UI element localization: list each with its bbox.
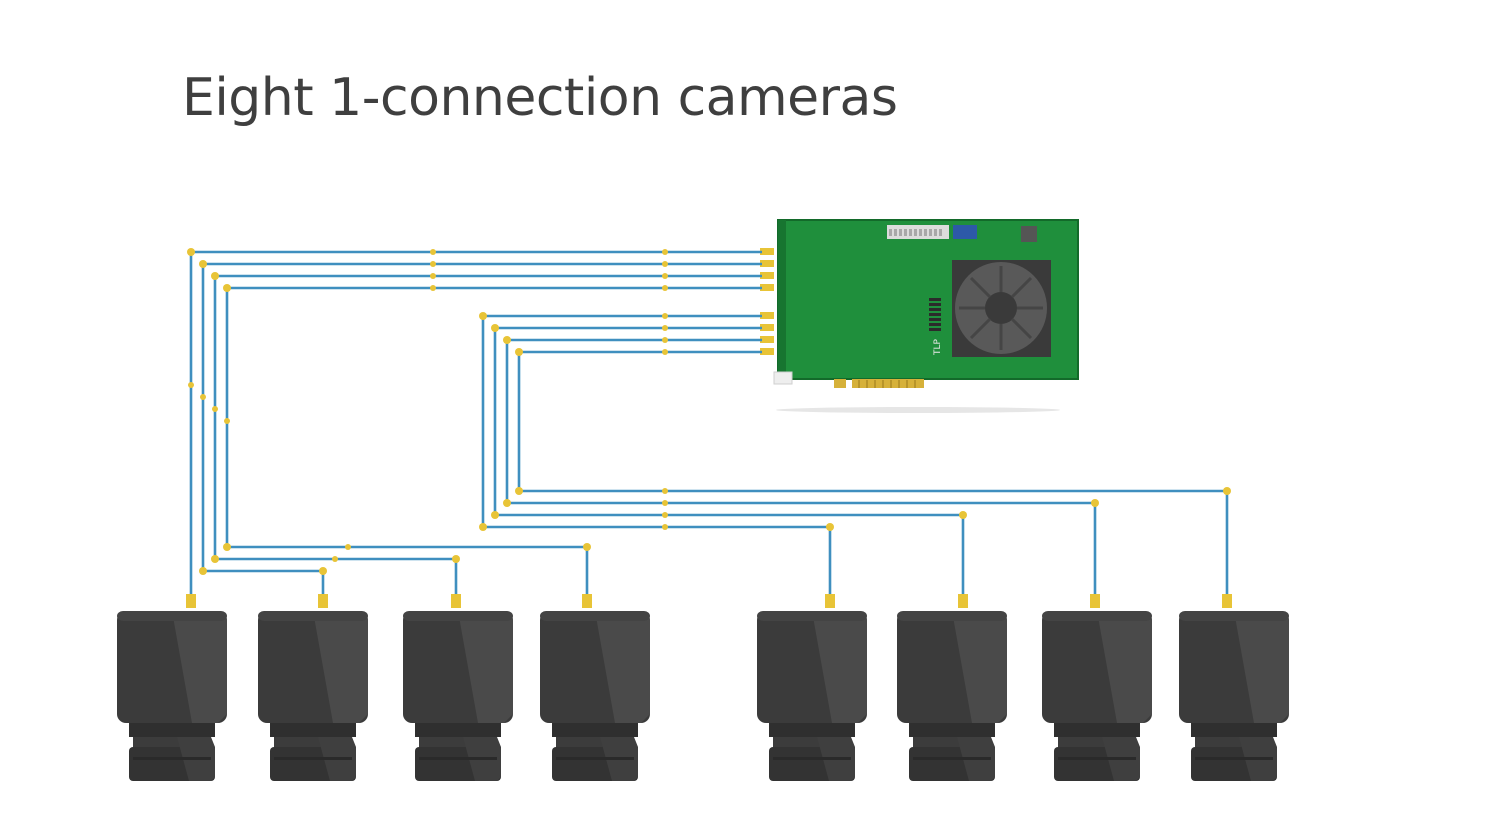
diagram-title: Eight 1-connection cameras [182, 68, 898, 128]
board-label: TLP [933, 338, 943, 356]
camera-8 [1179, 611, 1289, 781]
frame-grabber-board: TLP [760, 219, 1079, 413]
camera-3 [403, 611, 513, 781]
camera-4 [540, 611, 650, 781]
camera-6 [897, 611, 1007, 781]
camera-connectors [186, 594, 1232, 608]
camera-5 [757, 611, 867, 781]
camera-7 [1042, 611, 1152, 781]
camera-row [117, 611, 1289, 781]
cable-bundle-left [189, 250, 762, 598]
camera-1 [117, 611, 227, 781]
camera-2 [258, 611, 368, 781]
cable-junctions [187, 248, 1231, 575]
